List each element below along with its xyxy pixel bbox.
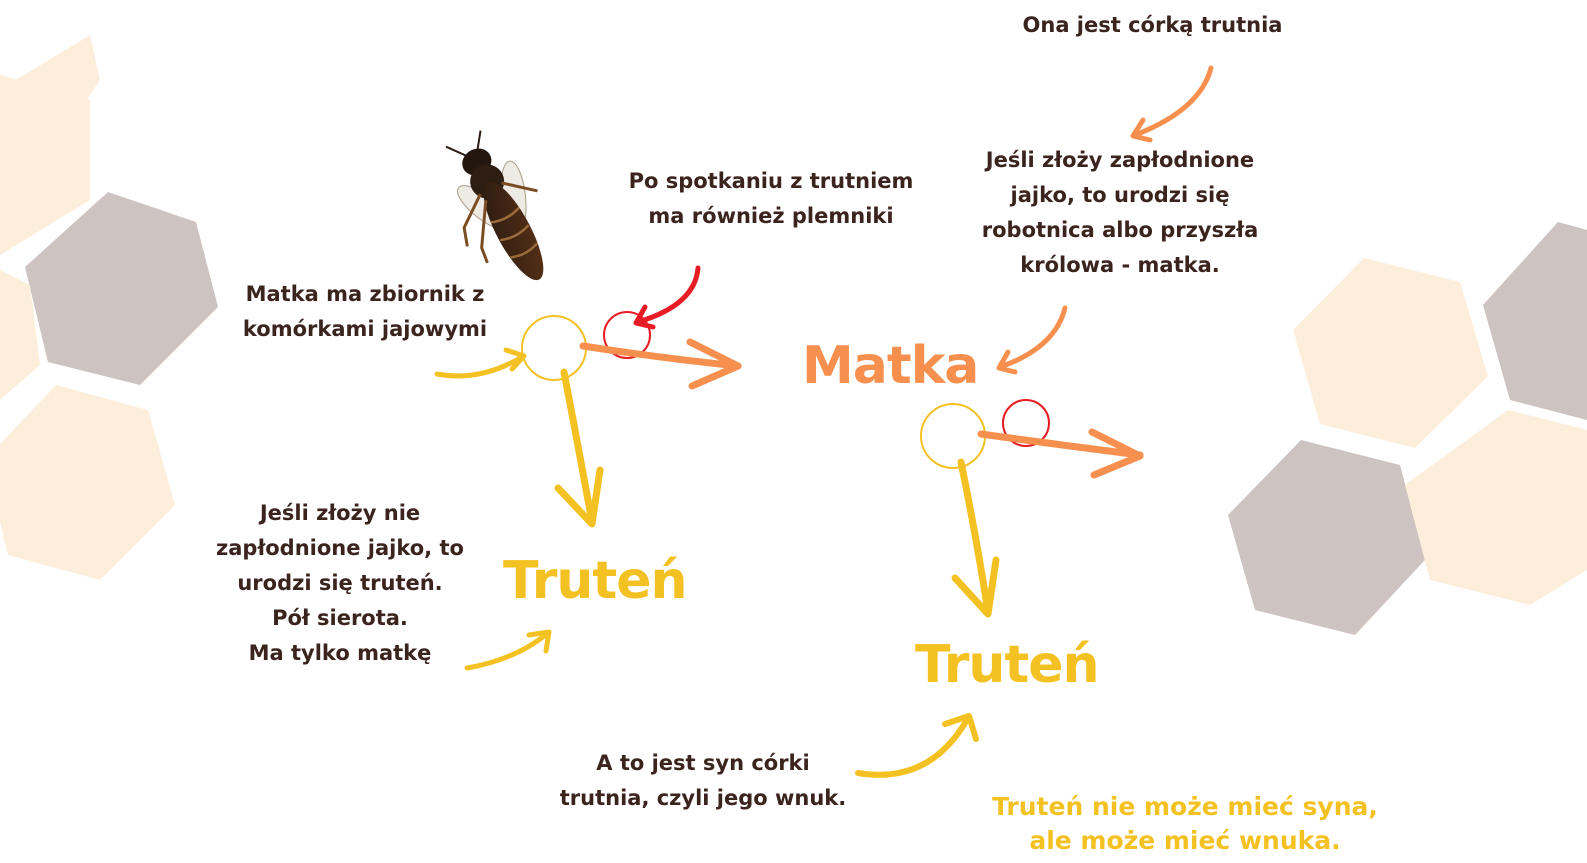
label-drone-first: Truteń <box>503 551 688 611</box>
note-drone-daughter: Ona jest córką trutnia <box>1000 8 1305 43</box>
note-line: trutnia, czyli jego wnuk. <box>559 786 847 810</box>
hexagon-peach <box>1405 410 1587 605</box>
sperm-cell-circle <box>603 311 651 359</box>
note-line: Po spotkaniu z trutniem <box>628 169 914 193</box>
yellow-pointer-arrow-reservoir <box>434 347 527 379</box>
note-line: Jeśli złoży nie <box>259 501 421 525</box>
hexagon-grey <box>25 192 218 385</box>
note-line: zapłodnione jajko, to <box>216 536 464 560</box>
yellow-arrow-to-drone-2 <box>951 458 1000 618</box>
hexagon-grey <box>1228 440 1425 635</box>
red-pointer-arrow-sperm <box>633 265 701 330</box>
egg-cell-circle <box>521 315 587 381</box>
note-line: Ma tylko matkę <box>248 641 432 665</box>
note-line: Matka ma zbiornik z <box>245 282 485 306</box>
note-line: urodzi się truteń. <box>237 571 443 595</box>
note-line: jajko, to urodzi się <box>1010 183 1230 207</box>
note-unfertilized-egg: Jeśli złoży nie zapłodnione jajko, to ur… <box>195 496 485 671</box>
hexagon-background-right <box>1228 222 1587 635</box>
note-after-meeting: Po spotkaniu z trutniem ma również plemn… <box>612 164 930 234</box>
hexagon-peach <box>1293 258 1488 448</box>
note-queen-reservoir: Matka ma zbiornik z komórkami jajowymi <box>230 277 500 347</box>
note-line: Ona jest córką trutnia <box>1022 13 1283 37</box>
conclusion-line: ale może mieć wnuka. <box>1029 826 1341 855</box>
hexagon-peach <box>0 270 40 400</box>
yellow-pointer-arrow-drone-1 <box>464 629 552 671</box>
note-line: komórkami jajowymi <box>242 317 488 341</box>
conclusion-line: Truteń nie może mieć syna, <box>992 792 1378 821</box>
hexagon-background-left <box>0 35 218 580</box>
hexagon-peach <box>0 385 175 580</box>
egg-cell-circle <box>920 403 986 469</box>
label-queen: Matka <box>802 336 979 396</box>
yellow-pointer-arrow-drone-2 <box>855 713 979 778</box>
note-line: Pół sierota. <box>272 606 408 630</box>
note-line: robotnica albo przyszła <box>981 218 1259 242</box>
orange-arrow-to-queen <box>579 338 742 390</box>
sperm-cell-circle <box>1002 399 1050 447</box>
yellow-arrow-to-drone-1 <box>554 368 604 528</box>
note-fertilized-egg: Jeśli złoży zapłodnione jajko, to urodzi… <box>965 143 1275 283</box>
orange-pointer-arrow-daughter <box>1130 65 1214 143</box>
hexagon-peach <box>0 75 90 255</box>
orange-arrow-to-daughter <box>977 428 1144 479</box>
label-drone-second: Truteń <box>915 635 1100 695</box>
note-line: A to jest syn córki <box>596 751 810 775</box>
note-line: królowa - matka. <box>1020 253 1220 277</box>
note-line: ma również plemniki <box>648 204 894 228</box>
queen-bee-icon <box>445 130 544 281</box>
conclusion-text: Truteń nie może mieć syna, ale może mieć… <box>965 790 1405 858</box>
note-line: Jeśli złoży zapłodnione <box>985 148 1255 172</box>
hexagon-grey <box>1483 222 1587 420</box>
note-grandson: A to jest syn córki trutnia, czyli jego … <box>548 746 858 816</box>
orange-pointer-arrow-queen <box>996 305 1068 375</box>
